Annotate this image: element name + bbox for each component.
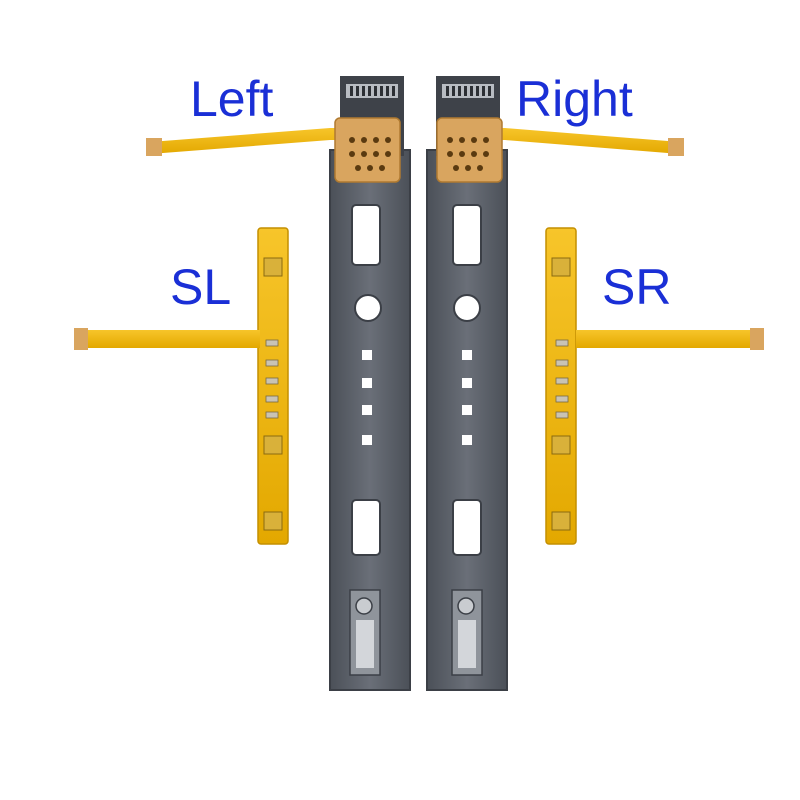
sl-button-board (74, 227, 289, 545)
label-sr: SR (602, 259, 672, 315)
label-left: Left (190, 71, 274, 127)
sr-button-board (545, 227, 764, 545)
right-top-flex-cable (436, 117, 684, 183)
left-top-flex-cable (146, 117, 401, 183)
label-sl: SL (170, 259, 232, 315)
right-rail (426, 76, 508, 691)
label-right: Right (516, 71, 633, 127)
